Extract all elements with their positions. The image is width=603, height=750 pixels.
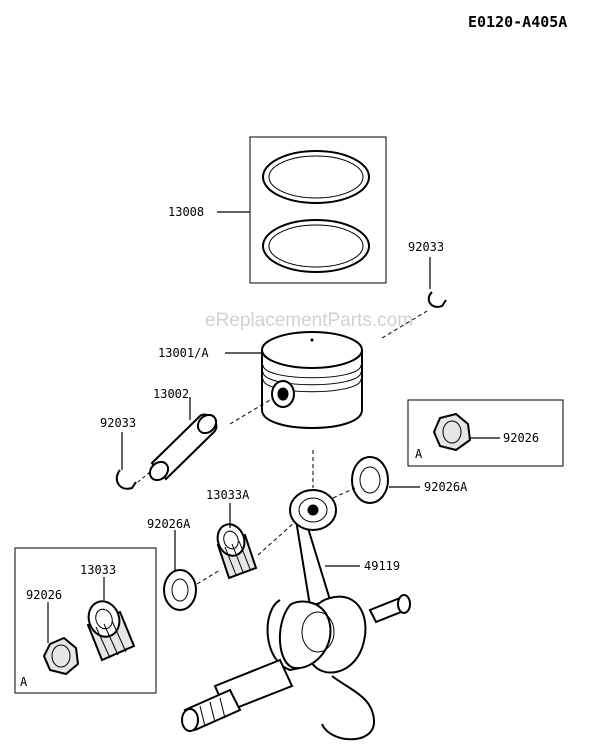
piston-ring-upper-inner	[268, 155, 364, 199]
circlip-top[interactable]	[427, 291, 447, 308]
watermark: eReplacementParts.com	[205, 310, 413, 331]
label-piston-pin[interactable]: 13002	[153, 387, 189, 401]
assembly-line-bearing	[257, 521, 296, 556]
washer-right[interactable]	[351, 456, 389, 504]
label-washer-left[interactable]: 92026A	[147, 517, 191, 531]
label-connecting-rod[interactable]: 49119	[364, 559, 400, 573]
detail-box-right-ref: A	[415, 447, 423, 461]
detail-box-left-ref: A	[20, 675, 28, 689]
piston-ring-lower[interactable]	[262, 219, 370, 273]
piston[interactable]	[261, 331, 363, 429]
label-washer-box-right[interactable]: 92026	[503, 431, 539, 445]
piston-rings-box	[249, 136, 387, 284]
label-washer-box-left[interactable]: 92026	[26, 588, 62, 602]
label-circlip-top[interactable]: 92033	[408, 240, 444, 254]
assembly-line-pin	[229, 399, 271, 425]
washer-box-left[interactable]	[42, 636, 80, 676]
label-bearing-box-part[interactable]: 13033	[80, 563, 116, 577]
label-circlip-left[interactable]: 92033	[100, 416, 136, 430]
piston-ring-upper[interactable]	[262, 150, 370, 204]
label-washer-right[interactable]: 92026A	[424, 480, 468, 494]
assembly-line-washer-left	[196, 569, 221, 585]
detail-box-left	[14, 547, 157, 694]
assembly-line-washer-right	[332, 487, 356, 499]
bearing-box-part[interactable]	[84, 597, 136, 662]
bearing-small-end[interactable]	[213, 521, 258, 580]
connecting-rod[interactable]	[289, 489, 337, 608]
label-piston[interactable]: 13001/A	[158, 346, 209, 360]
assembly-line-circlip-left	[137, 471, 151, 483]
circlip-left[interactable]	[115, 469, 137, 490]
label-bearing-small-end[interactable]: 13033A	[206, 488, 250, 502]
assembly-line-circlip-top	[381, 310, 428, 339]
piston-pin[interactable]	[146, 411, 219, 483]
diagram-code: E0120-A405A	[468, 13, 567, 31]
washer-box-right[interactable]	[432, 412, 472, 452]
washer-left[interactable]	[163, 569, 197, 611]
detail-box-right	[407, 399, 564, 467]
piston-rings-group[interactable]	[249, 136, 387, 284]
crankshaft[interactable]	[181, 594, 411, 741]
piston-ring-lower-inner	[268, 224, 364, 268]
label-piston-rings[interactable]: 13008	[168, 205, 204, 219]
